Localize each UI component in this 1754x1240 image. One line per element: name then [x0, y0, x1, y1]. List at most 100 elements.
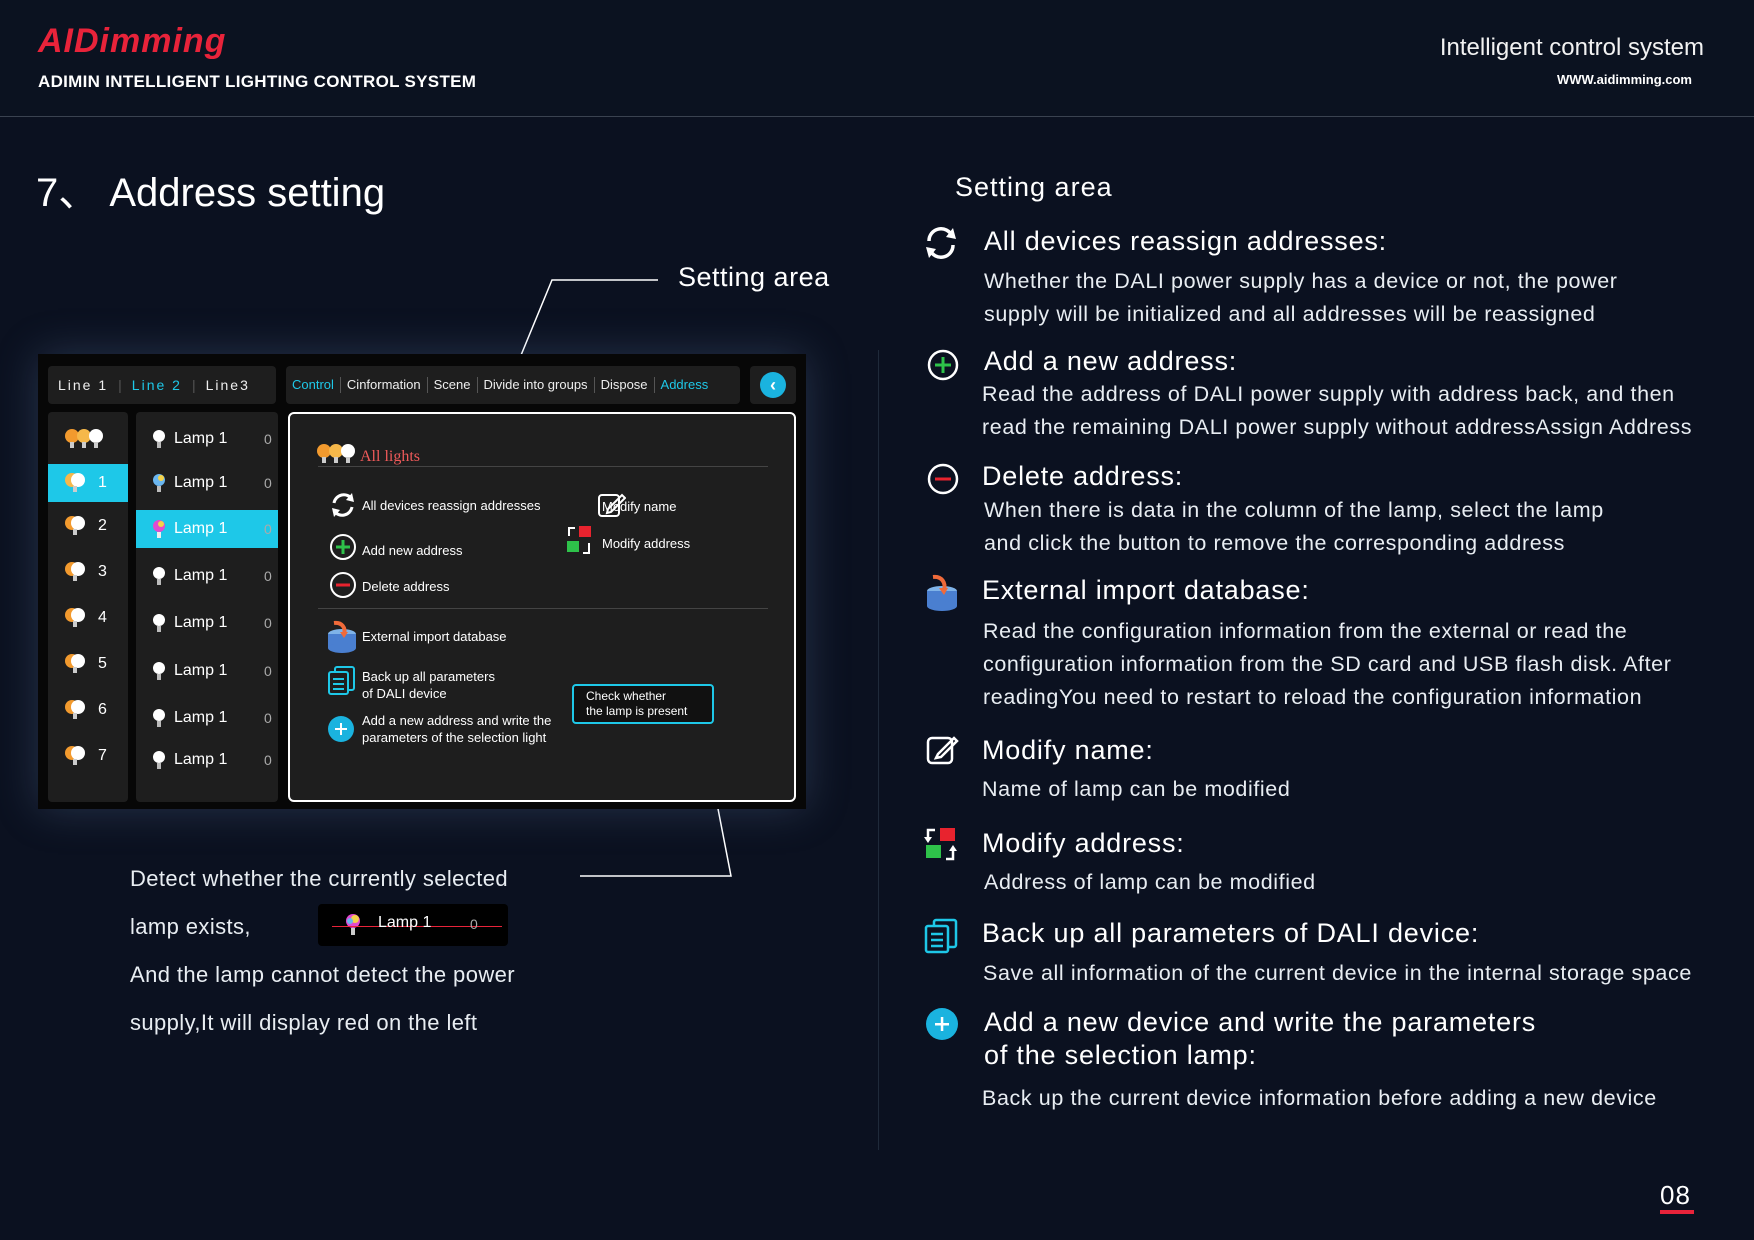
backup-icon[interactable]: [326, 664, 358, 696]
lamp-value: 0: [264, 521, 272, 537]
lamp-item[interactable]: Lamp 1 0: [136, 557, 278, 595]
tab-address[interactable]: Address: [660, 377, 709, 392]
add-filled-icon[interactable]: [326, 714, 356, 744]
item-desc-line: Name of lamp can be modified: [982, 777, 1291, 801]
brand-logo: AIDimming: [38, 22, 227, 60]
lamp-item[interactable]: Lamp 1 0: [136, 420, 278, 458]
lamp-item-selected[interactable]: Lamp 1 0: [136, 510, 278, 548]
group-item-2[interactable]: 2: [48, 507, 128, 545]
delete-address-button[interactable]: Delete address: [362, 579, 450, 594]
item-desc-line: Address of lamp can be modified: [984, 870, 1316, 894]
setting-panel: All lights All devices reassign addresse…: [288, 412, 796, 802]
item-desc: Read the configuration information from …: [983, 615, 1672, 714]
bulb-icon: [153, 751, 165, 769]
lamp-value: 0: [264, 663, 272, 679]
item-desc: Name of lamp can be modified: [982, 773, 1290, 806]
page-header: AIDimming ADIMIN INTELLIGENT LIGHTING CO…: [0, 0, 1754, 117]
red-strike-line: [332, 926, 502, 927]
detect-text-line1: Detect whether the currently selected: [130, 866, 508, 891]
lamp-item[interactable]: Lamp 1 0: [136, 699, 278, 737]
line-separator: |: [118, 377, 122, 393]
import-database-button[interactable]: External import database: [362, 629, 507, 644]
all-lights-icon: [317, 444, 355, 463]
column-divider: [878, 350, 879, 1150]
add-new-address-button[interactable]: Add new address: [362, 543, 463, 558]
add-and-write-button[interactable]: Add a new address and write the paramete…: [362, 712, 551, 746]
group-item-all[interactable]: [48, 420, 128, 458]
edit-icon: [926, 736, 959, 765]
database-import-icon: [927, 574, 957, 611]
item-desc-line: readingYou need to restart to reload the…: [983, 685, 1643, 709]
modify-name-label: Modify name: [602, 499, 677, 514]
add-circle-icon: [927, 349, 959, 381]
group-item-4[interactable]: 4: [48, 599, 128, 637]
item-desc: Address of lamp can be modified: [984, 866, 1316, 899]
page-number: 08: [1660, 1180, 1691, 1210]
modify-address-button[interactable]: Modify address: [602, 536, 691, 551]
item-desc-line: When there is data in the column of the …: [984, 498, 1604, 522]
item-title-line: of the selection lamp:: [984, 1040, 1257, 1070]
check-lamp-present-button[interactable]: Check whether the lamp is present: [572, 684, 714, 724]
lamp-item[interactable]: Lamp 1 0: [136, 464, 278, 502]
website-link[interactable]: WWW.aidimming.com: [1556, 72, 1692, 87]
item-title: Add a new address:: [984, 346, 1238, 376]
item-desc: Back up the current device information b…: [982, 1082, 1657, 1115]
item-desc: When there is data in the column of the …: [984, 494, 1604, 560]
lamp-item[interactable]: Lamp 1 0: [136, 741, 278, 779]
item-title: Delete address:: [982, 461, 1184, 491]
back-button[interactable]: ‹: [750, 366, 796, 404]
lamp-name: Lamp 1: [174, 567, 228, 584]
tab-dispose[interactable]: Dispose: [595, 377, 655, 393]
item-desc-line: supply will be initialized and all addre…: [984, 302, 1596, 326]
refresh-icon: [926, 227, 956, 259]
item-title: External import database:: [982, 575, 1310, 605]
modify-name-button[interactable]: Modify name: [602, 498, 676, 515]
backup-label-line2: of DALI device: [362, 686, 447, 701]
detect-text-line4: supply,It will display red on the left: [130, 1010, 478, 1035]
group-item-7[interactable]: 7: [48, 737, 128, 775]
reassign-addresses-button[interactable]: All devices reassign addresses: [362, 498, 541, 513]
group-number: 3: [98, 563, 107, 580]
tab-cinformation[interactable]: Cinformation: [341, 377, 428, 393]
group-number: 5: [98, 655, 107, 672]
tab-control[interactable]: Control: [286, 377, 341, 393]
line-tab-1[interactable]: Line 1: [58, 377, 109, 393]
item-desc-line: Whether the DALI power supply has a devi…: [984, 269, 1618, 293]
lamp-value: 0: [264, 475, 272, 491]
swap-address-icon[interactable]: [564, 524, 594, 556]
group-bulb-icon: [65, 473, 85, 492]
group-item-6[interactable]: 6: [48, 691, 128, 729]
line-tab-3[interactable]: Line3: [205, 377, 250, 393]
group-item-1[interactable]: 1: [48, 464, 128, 502]
panel-header: All lights: [360, 448, 421, 465]
bulb-icon: [153, 709, 165, 727]
group-item-3[interactable]: 3: [48, 553, 128, 591]
tab-scene[interactable]: Scene: [428, 377, 478, 393]
add-write-label-line1: Add a new address and write the: [362, 713, 552, 728]
lamp-name: Lamp 1: [378, 914, 432, 931]
bulb-icon: [153, 567, 165, 585]
check-label-line2: the lamp is present: [586, 704, 688, 718]
lamp-item[interactable]: Lamp 1 0: [136, 652, 278, 690]
line-tab-2[interactable]: Line 2: [131, 377, 182, 393]
tab-divide-into-groups[interactable]: Divide into groups: [478, 377, 595, 393]
item-title: Modify address:: [982, 828, 1185, 858]
remove-circle-icon: [927, 463, 959, 495]
edit-icon[interactable]: [596, 490, 626, 520]
group-bulb-icon: [65, 562, 85, 581]
backup-parameters-button[interactable]: Back up all parameters of DALI device: [362, 668, 495, 702]
item-desc: Save all information of the current devi…: [983, 957, 1692, 990]
group-bulb-icon: [65, 746, 85, 765]
item-title: All devices reassign addresses:: [984, 226, 1387, 256]
item-desc-line: and click the button to remove the corre…: [984, 531, 1565, 555]
refresh-icon[interactable]: [328, 490, 358, 520]
database-import-icon[interactable]: [326, 620, 358, 654]
add-circle-icon[interactable]: [328, 532, 358, 562]
lamp-item[interactable]: Lamp 1 0: [136, 604, 278, 642]
item-desc-line: read the remaining DALI power supply wit…: [982, 415, 1693, 439]
group-item-5[interactable]: 5: [48, 645, 128, 683]
remove-circle-icon[interactable]: [328, 570, 358, 600]
lamp-value: 0: [264, 431, 272, 447]
backup-icon: [924, 918, 958, 954]
lamp-name: Lamp 1: [174, 662, 228, 679]
